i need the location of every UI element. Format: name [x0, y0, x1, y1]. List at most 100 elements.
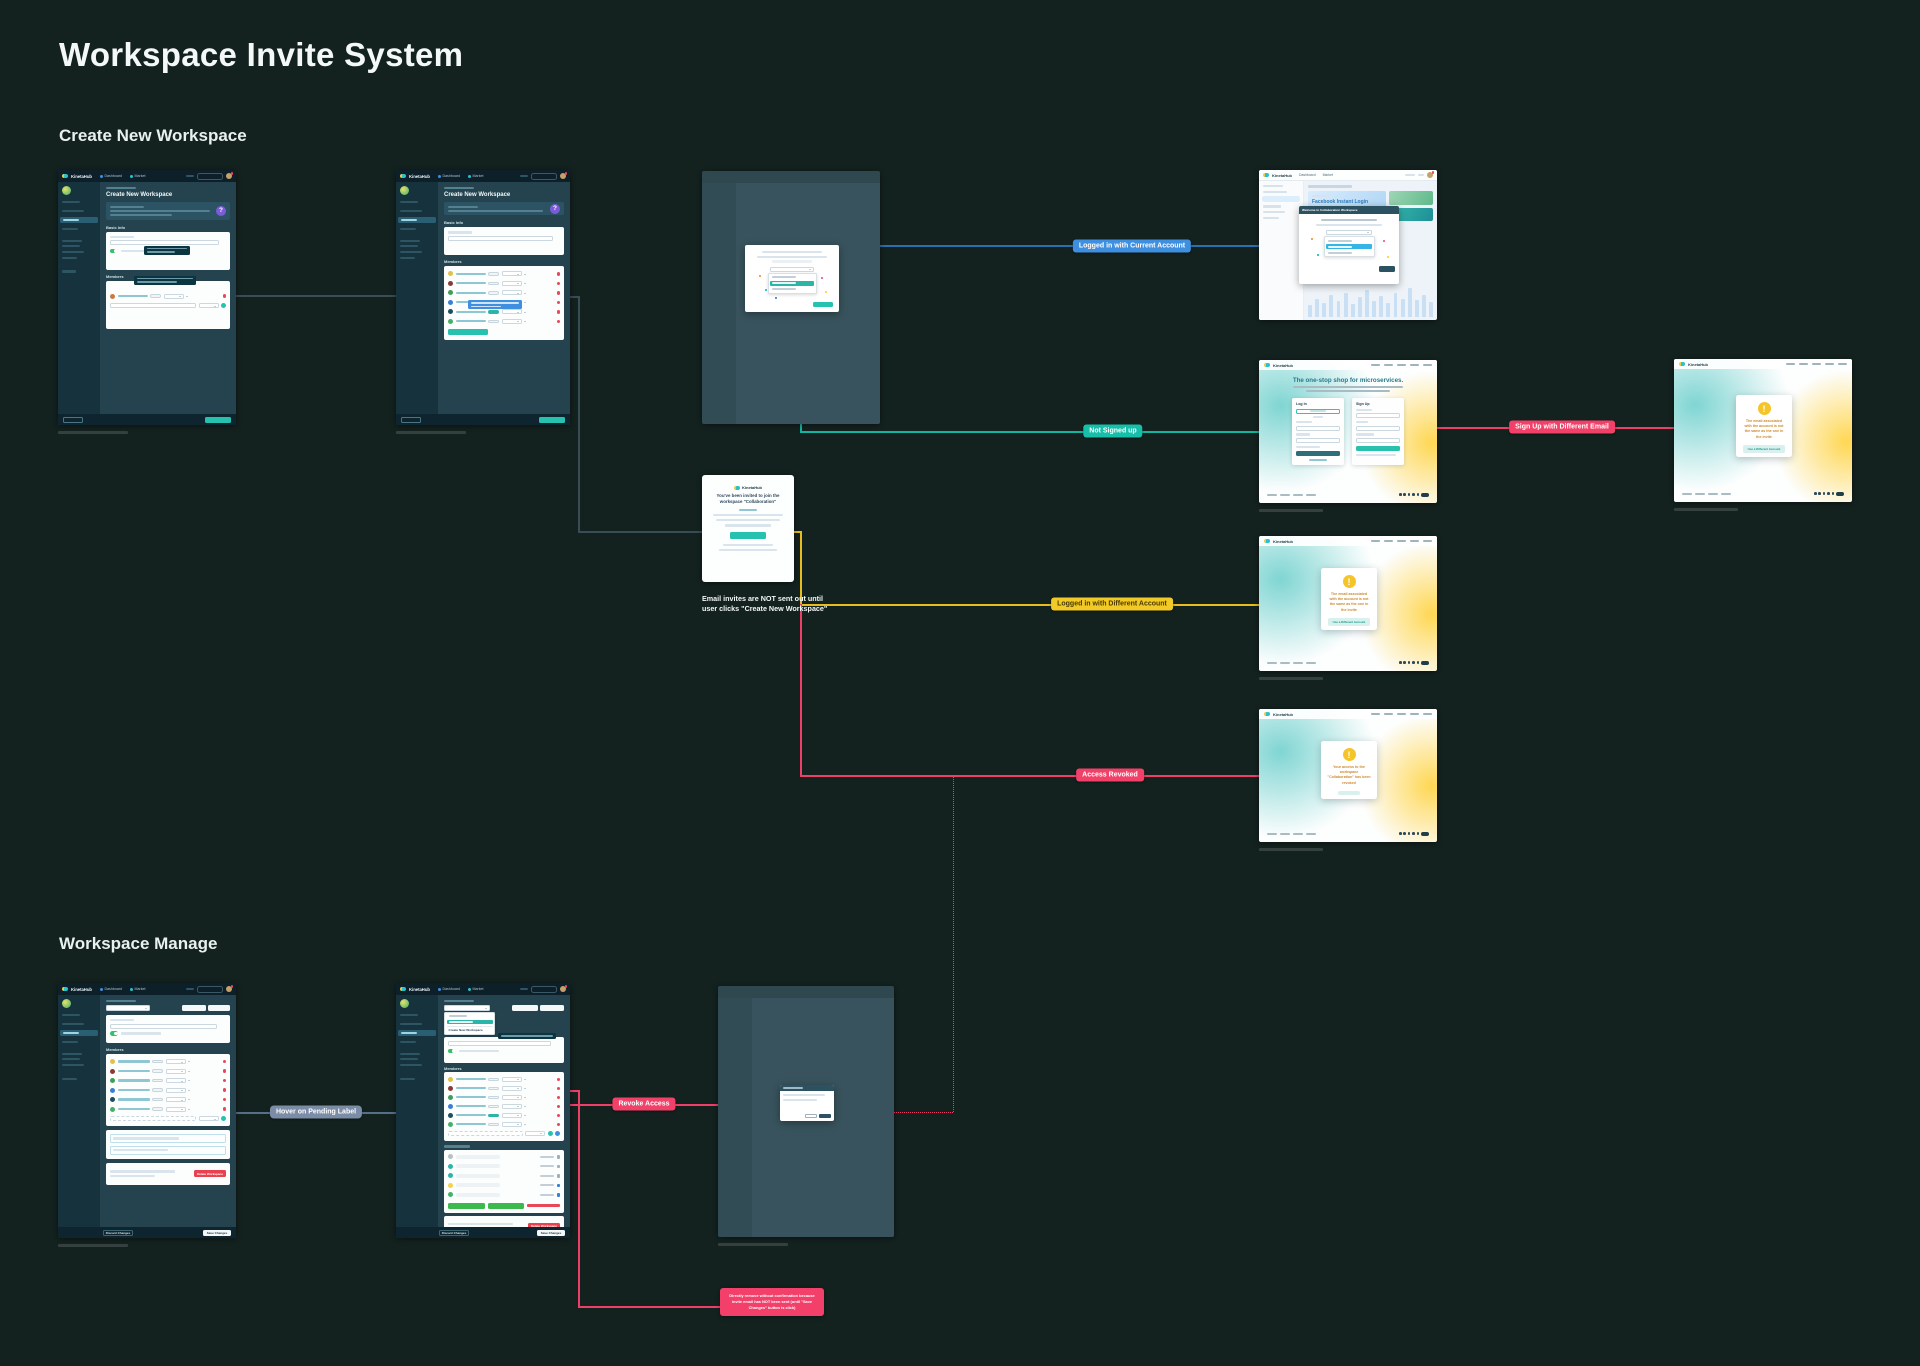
text-skeleton	[400, 210, 422, 213]
status-badge	[488, 310, 499, 314]
role-select	[525, 1130, 545, 1136]
brand-logo-icon	[1263, 173, 1269, 177]
section-label: Members	[444, 259, 462, 265]
confetti	[1311, 238, 1313, 240]
promo-card	[1389, 191, 1433, 205]
tooltip	[468, 300, 522, 310]
card-title: Log In	[1296, 402, 1307, 406]
banner-title: Facebook Instant Login	[1312, 199, 1369, 206]
status-badge	[152, 1088, 163, 1092]
text-skeleton	[110, 1174, 155, 1177]
flow-label-signup-different-email[interactable]: Sign Up with Different Email	[1509, 420, 1615, 434]
flow-label-revoke-access[interactable]: Revoke Access	[612, 1097, 676, 1111]
breadcrumb	[106, 1000, 136, 1002]
sync-icon	[556, 1155, 560, 1159]
basic-info-card	[444, 227, 564, 256]
nav-dashboard: Dashboard	[99, 174, 122, 178]
text-skeleton	[186, 174, 194, 178]
text-skeleton	[62, 210, 84, 213]
role-select	[501, 271, 522, 277]
role-select	[165, 1078, 186, 1083]
screen-create-workspace-members[interactable]: KinetaHub Dashboard Market Create New Wo…	[396, 170, 570, 425]
screen-landing-auth[interactable]: KinetaHub The one-stop shop for microser…	[1259, 360, 1437, 503]
dropdown-group-label	[447, 1015, 493, 1019]
use-different-account-button: Use a Different Account	[1742, 444, 1786, 453]
reject-link	[527, 1204, 561, 1207]
text-skeleton	[62, 245, 80, 248]
pending-badge	[488, 1104, 499, 1108]
mini-sidebar	[58, 182, 100, 425]
text-skeleton	[1356, 408, 1372, 411]
chevron-down-icon	[524, 1124, 526, 1126]
member-email	[455, 1087, 486, 1090]
sync-icon	[556, 1164, 560, 1168]
artboard-caption	[1259, 509, 1323, 512]
screen-access-revoked[interactable]: KinetaHub ! Your access to the workspace…	[1259, 709, 1437, 842]
note-email-invites[interactable]: Email invites are NOT sent out until use…	[702, 594, 828, 614]
toggle-switch	[110, 248, 118, 254]
modal-title: Welcome to Collaboration Workspace	[1299, 206, 1399, 214]
cancel-button	[401, 416, 421, 423]
flow-label-different-account[interactable]: Logged in with Different Account	[1051, 597, 1173, 611]
cloud-logo-icon	[1421, 492, 1429, 497]
flow-label-not-signed-up[interactable]: Not Signed up	[1083, 424, 1143, 438]
screen-manage-pending[interactable]: KinetaHub Dashboard Market	[396, 983, 570, 1238]
flow-label-current-account[interactable]: Logged in with Current Account	[1072, 239, 1192, 253]
screen-welcome-modal-dark[interactable]	[702, 171, 880, 424]
text-skeleton	[400, 1052, 420, 1055]
role-select	[501, 1103, 522, 1109]
role-select	[198, 1116, 219, 1121]
avatar	[400, 999, 409, 1008]
landing-footer	[1267, 492, 1429, 497]
brand-name: KinetaHub	[742, 485, 762, 490]
org-row	[448, 1163, 560, 1170]
avatar	[448, 309, 453, 315]
flow-label-access-revoked[interactable]: Access Revoked	[1076, 768, 1144, 782]
cancel-button	[63, 416, 83, 423]
sidebar-item-workspaces	[60, 1029, 98, 1037]
toggle-switch	[448, 1048, 456, 1053]
text-skeleton	[1263, 190, 1287, 193]
text-skeleton	[783, 1086, 803, 1090]
sync-icon	[556, 1174, 560, 1178]
avatar	[226, 172, 233, 179]
delete-workspace-button: Delete Workspace	[194, 1170, 226, 1177]
org-row	[448, 1173, 560, 1180]
avatar	[560, 172, 567, 179]
text-skeleton	[62, 1077, 77, 1080]
flow-label-hover-pending[interactable]: Hover on Pending Label	[269, 1105, 363, 1119]
screen-manage-workspace[interactable]: KinetaHub Dashboard Market	[58, 983, 236, 1238]
confetti	[765, 289, 767, 291]
org-row	[448, 1154, 560, 1161]
role-select	[163, 293, 184, 299]
create-new-workspace-option: Create New Workspace	[448, 1028, 483, 1033]
chevron-down-icon	[188, 1070, 190, 1073]
screen-create-workspace[interactable]: KinetaHub Dashboard Market Create New Wo…	[58, 170, 236, 425]
text-skeleton	[1405, 173, 1415, 177]
create-workspace-button	[539, 416, 565, 423]
text-skeleton	[448, 209, 543, 212]
screen-revoke-confirm[interactable]	[718, 986, 894, 1237]
screen-signup-mismatch[interactable]: KinetaHub ! The email associated with th…	[1674, 359, 1852, 502]
email-invite-card[interactable]: KinetaHub You've been invited to join th…	[702, 475, 794, 582]
cloud-logo-icon	[1836, 491, 1844, 496]
sync-icon	[556, 1183, 560, 1187]
role-sources-card	[444, 1149, 564, 1213]
connector-b-stub	[570, 296, 579, 298]
text-skeleton	[1296, 433, 1310, 436]
dropdown-option	[770, 275, 814, 280]
connector-b-down	[578, 296, 580, 531]
screen-dashboard-welcome[interactable]: KinetaHub Dashboard Market Facebook Inst…	[1259, 170, 1437, 320]
brand-name: KinetaHub	[1272, 172, 1292, 178]
workspace-select	[770, 266, 814, 272]
invite-link-button	[208, 1005, 230, 1011]
welcome-modal: Welcome to Collaboration Workspace	[1299, 206, 1399, 284]
section-title-manage: Workspace Manage	[59, 934, 218, 953]
text-skeleton	[713, 513, 783, 517]
avatar	[448, 1085, 453, 1091]
note-direct-remove[interactable]: Directly remove without confirmation bec…	[720, 1288, 824, 1316]
add-member-button	[512, 1005, 538, 1011]
approve-button	[487, 1202, 525, 1209]
screen-email-mismatch[interactable]: KinetaHub ! The email associated with th…	[1259, 536, 1437, 671]
accept-all-button	[448, 1202, 485, 1209]
